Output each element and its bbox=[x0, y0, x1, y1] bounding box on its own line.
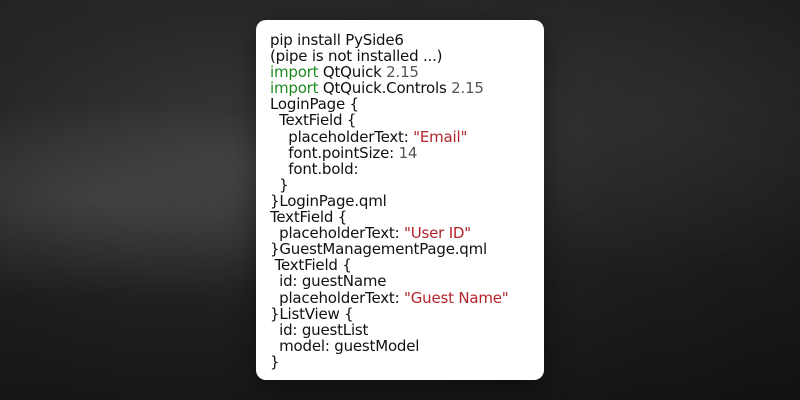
code-line: import QtQuick.Controls 2.15 bbox=[270, 80, 534, 96]
text-token: pip install PySide6 bbox=[270, 31, 404, 49]
code-line: id: guestName bbox=[270, 273, 534, 289]
text-token: QtQuick.Controls bbox=[318, 79, 452, 98]
text-token: } bbox=[270, 175, 289, 194]
number-token: 14 bbox=[398, 143, 418, 162]
text-token: TextField { bbox=[270, 256, 352, 275]
string-token: "Guest Name" bbox=[404, 288, 509, 307]
text-token: id: guestName bbox=[270, 272, 387, 291]
code-line: } bbox=[270, 354, 534, 370]
code-line: LoginPage { bbox=[270, 96, 534, 112]
code-line: import QtQuick 2.15 bbox=[270, 64, 534, 80]
text-token: }GuestManagementPage.qml bbox=[270, 240, 487, 259]
text-token: model: guestModel bbox=[270, 336, 420, 355]
keyword-token: import bbox=[270, 79, 319, 98]
code-line: model: guestModel bbox=[270, 338, 534, 354]
code-snippet-card: pip install PySide6(pipe is not installe… bbox=[256, 20, 544, 380]
code-line: placeholderText: "Guest Name" bbox=[270, 288, 534, 307]
code-line: }LoginPage.qml bbox=[270, 193, 534, 209]
text-token: font.pointSize: bbox=[270, 143, 399, 162]
number-token: 2.15 bbox=[451, 79, 484, 98]
code-line: }GuestManagementPage.qml bbox=[270, 241, 534, 257]
code-line: } bbox=[270, 177, 534, 193]
text-token: QtQuick bbox=[318, 63, 387, 82]
text-token: placeholderText: bbox=[270, 127, 414, 146]
code-line: TextField { bbox=[270, 209, 534, 225]
text-token: id: guestList bbox=[270, 320, 369, 339]
code-line: placeholderText: "Email" bbox=[270, 129, 534, 145]
code-line: font.pointSize: 14 bbox=[270, 145, 534, 161]
code-line: id: guestList bbox=[270, 322, 534, 338]
string-token: "Email" bbox=[413, 127, 468, 146]
text-token: placeholderText: bbox=[270, 288, 405, 307]
text-token: TextField { bbox=[270, 111, 357, 130]
text-token: LoginPage { bbox=[270, 95, 359, 114]
code-line: pip install PySide6 bbox=[270, 32, 534, 48]
keyword-token: import bbox=[270, 63, 319, 82]
code-line: placeholderText: "User ID" bbox=[270, 225, 534, 241]
code-line: TextField { bbox=[270, 257, 534, 273]
text-token: (pipe is not installed ...) bbox=[270, 47, 443, 66]
code-line: font.bold: bbox=[270, 161, 534, 177]
number-token: 2.15 bbox=[386, 63, 419, 82]
text-token: }ListView { bbox=[270, 304, 354, 323]
code-line: (pipe is not installed ...) bbox=[270, 48, 534, 64]
code-line: TextField { bbox=[270, 112, 534, 128]
string-token: "User ID" bbox=[404, 224, 471, 243]
text-token: }LoginPage.qml bbox=[270, 191, 387, 210]
code-line: }ListView { bbox=[270, 306, 534, 322]
text-token: TextField { bbox=[270, 208, 348, 227]
text-token: placeholderText: bbox=[270, 224, 405, 243]
text-token: font.bold: bbox=[270, 159, 359, 178]
text-token: } bbox=[270, 352, 280, 371]
